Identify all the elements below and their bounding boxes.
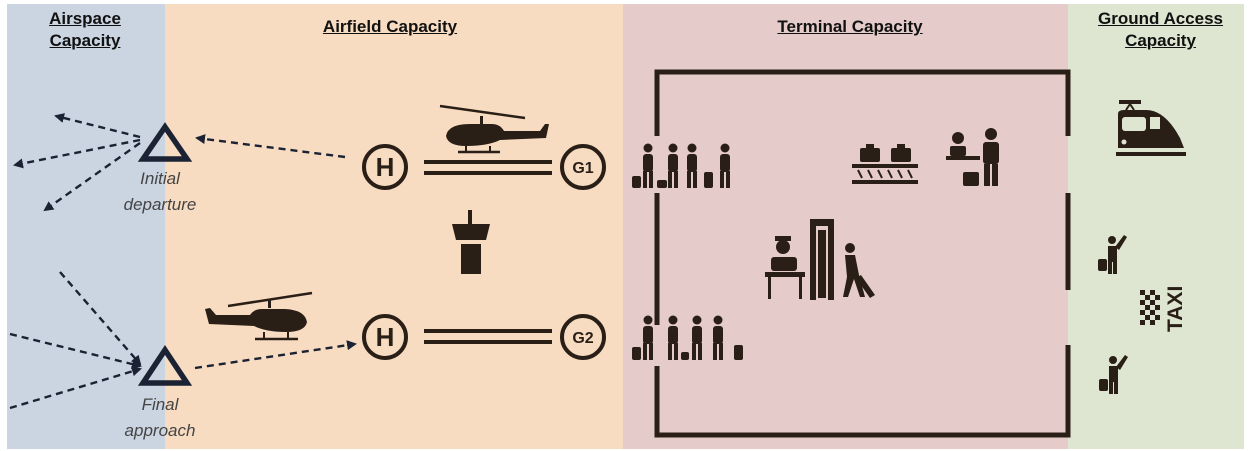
passenger-group-icon (632, 143, 730, 188)
gate2-label: G2 (572, 330, 593, 347)
check-in-desk-icon (946, 128, 999, 186)
approach-arrow-3 (9, 366, 142, 410)
departure-arrow-1 (54, 113, 141, 139)
gate-icon (560, 314, 606, 360)
passenger-group-icon (632, 315, 743, 360)
helipad-icon (362, 314, 408, 360)
terminal-panel (623, 4, 1068, 449)
hailing-person-icon (1098, 235, 1127, 274)
waypoint-triangle-icon (137, 122, 193, 162)
final-approach-label: Final approach (124, 395, 196, 440)
helicopter-icon (439, 104, 549, 154)
airfield-heading: Airfield Capacity (322, 17, 458, 36)
taxi-sign-text: TAXI (1164, 286, 1187, 332)
helicopter-icon (205, 291, 313, 341)
approach-arrow-2 (9, 332, 142, 369)
control-tower-icon (452, 210, 490, 274)
baggage-carousel-icon (852, 144, 918, 184)
approach-arrow-4 (194, 340, 357, 370)
waypoint-triangle-icon (137, 345, 193, 386)
airfield-panel (165, 4, 623, 449)
gate1-label: G1 (572, 160, 593, 177)
security-checkpoint-icon (765, 219, 875, 300)
taxi-icon: TAXI (1140, 286, 1187, 332)
helipad-symbol: H (376, 322, 395, 352)
initial-departure-label: Initial departure (123, 169, 197, 214)
departure-arrow-4 (195, 134, 346, 159)
terminal-building-outline (654, 69, 1071, 438)
ground-heading: Ground Access Capacity (1097, 9, 1224, 50)
train-icon (1116, 100, 1186, 156)
helipad-icon (362, 144, 408, 190)
departure-arrow-2 (13, 138, 141, 169)
helipad-symbol: H (376, 152, 395, 182)
hailing-person-icon (1099, 355, 1128, 394)
ground-access-panel (1068, 4, 1244, 449)
gate-icon (560, 144, 606, 190)
airspace-heading: Airspace Capacity (49, 9, 121, 50)
approach-arrow-1 (59, 271, 142, 366)
departure-arrow-3 (43, 142, 141, 212)
terminal-heading: Terminal Capacity (777, 17, 923, 36)
